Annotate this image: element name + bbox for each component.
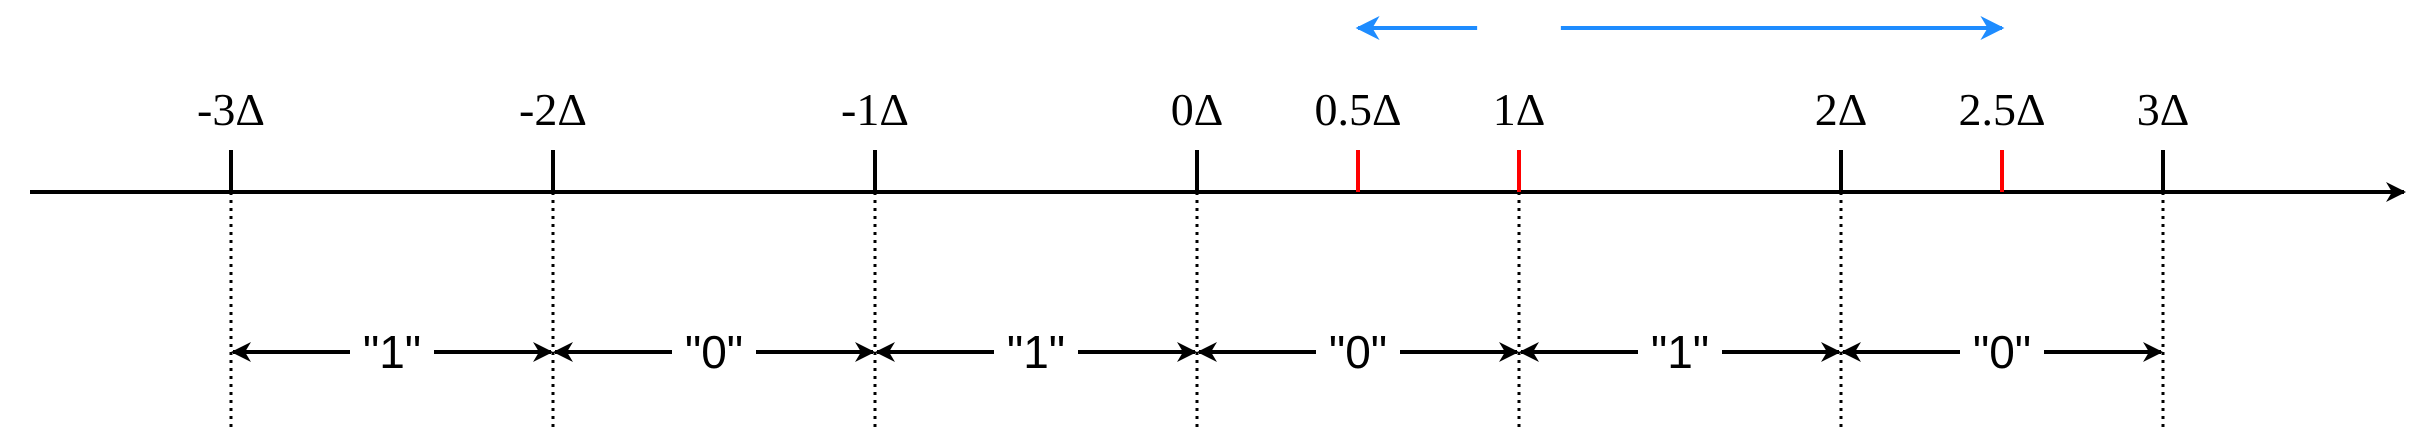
tick-label: -3Δ [197,84,265,135]
tick-label: 1Δ [1493,84,1546,135]
red-tick-label: 0.5Δ [1314,84,1401,135]
tick-label: -2Δ [519,84,587,135]
tick-label: -1Δ [841,84,909,135]
region-bit-label: "0" [1973,326,2031,378]
region-bit-label: "0" [685,326,743,378]
region-bit-label: "1" [1007,326,1065,378]
region-bit-label: "1" [1651,326,1709,378]
tick-label: 2Δ [1815,84,1868,135]
red-tick-label: 2.5Δ [1958,84,2045,135]
region-bit-label: "1" [363,326,421,378]
region-bit-label: "0" [1329,326,1387,378]
tick-label: 0Δ [1171,84,1224,135]
tick-label: 3Δ [2137,84,2190,135]
